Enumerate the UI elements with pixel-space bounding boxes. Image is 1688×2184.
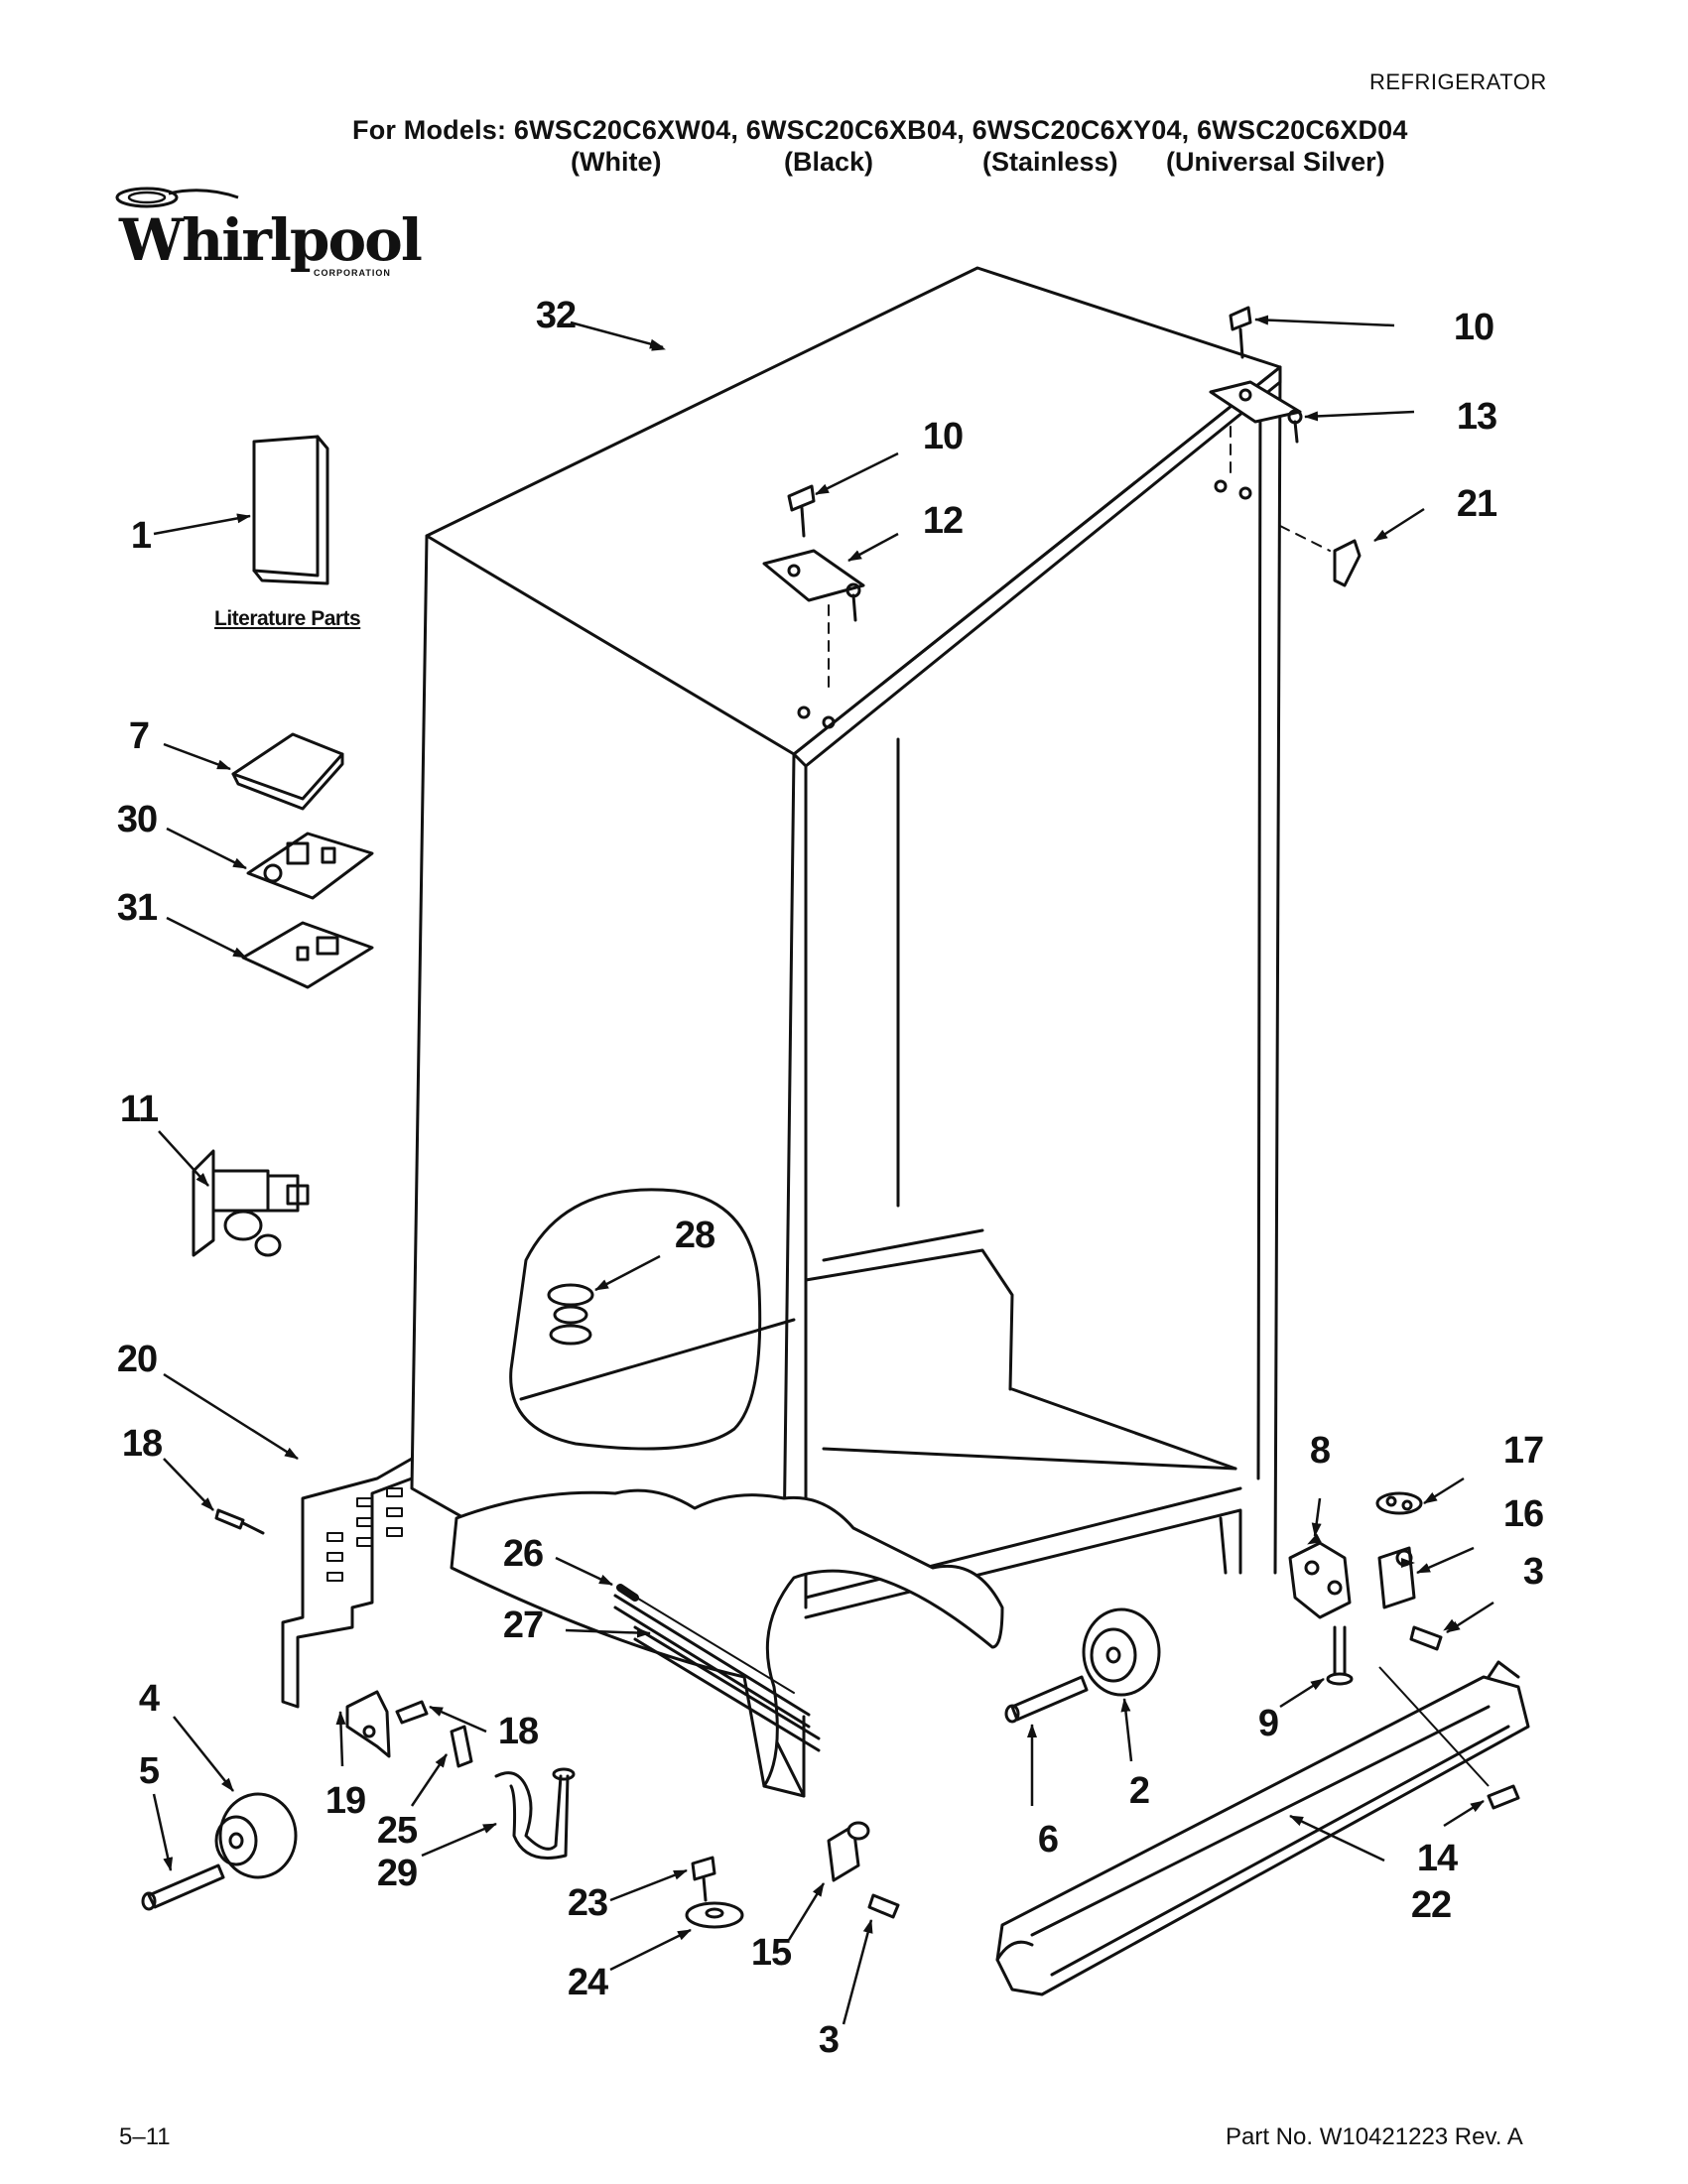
- callout-19: 19: [325, 1780, 366, 1822]
- callout-6: 6: [1037, 1819, 1059, 1861]
- callout-26: 26: [502, 1533, 544, 1575]
- callout-2: 2: [1128, 1770, 1150, 1812]
- callout-18-left: 18: [121, 1423, 163, 1465]
- callout-3-bottom: 3: [818, 2019, 840, 2061]
- callout-25: 25: [376, 1810, 418, 1852]
- callout-22: 22: [1410, 1884, 1452, 1926]
- callout-10-right: 10: [1453, 307, 1494, 348]
- finish-white: (White): [571, 147, 662, 177]
- callout-3-right: 3: [1522, 1551, 1544, 1593]
- callout-14: 14: [1416, 1838, 1458, 1879]
- callout-30: 30: [116, 799, 158, 840]
- callout-24: 24: [567, 1962, 608, 2003]
- callout-5: 5: [138, 1750, 160, 1792]
- callout-1: 1: [130, 515, 152, 557]
- callout-21: 21: [1456, 483, 1497, 525]
- callout-32: 32: [535, 295, 577, 336]
- callout-4: 4: [138, 1678, 160, 1720]
- callout-15: 15: [750, 1932, 792, 1974]
- models-line: For Models: 6WSC20C6XW04, 6WSC20C6XB04, …: [352, 115, 1408, 145]
- callout-10-center: 10: [922, 416, 964, 457]
- callout-27: 27: [502, 1605, 544, 1646]
- finish-stainless: (Stainless): [982, 147, 1118, 177]
- callout-13: 13: [1456, 396, 1497, 438]
- footer-part-number: Part No. W10421223 Rev. A: [1226, 2123, 1523, 2150]
- cabinet-outline: [410, 266, 1282, 1798]
- whirlpool-swirl-icon: [115, 187, 239, 208]
- literature-parts-caption: Literature Parts: [214, 607, 361, 630]
- callout-16: 16: [1502, 1493, 1544, 1535]
- callout-9: 9: [1257, 1703, 1279, 1744]
- finish-universal-silver: (Universal Silver): [1166, 147, 1385, 177]
- finish-black: (Black): [784, 147, 874, 177]
- page-category: REFRIGERATOR: [1369, 69, 1547, 94]
- callout-18-lower: 18: [497, 1711, 539, 1752]
- footer-date-code: 5–11: [119, 2123, 171, 2150]
- whirlpool-logo-subtitle: CORPORATION: [314, 268, 391, 278]
- callout-11: 11: [119, 1089, 159, 1130]
- callout-17: 17: [1502, 1430, 1544, 1472]
- callout-7: 7: [128, 715, 150, 757]
- whirlpool-logo: Whirlpool: [119, 206, 423, 274]
- callout-29: 29: [376, 1853, 418, 1894]
- callout-28: 28: [674, 1215, 715, 1256]
- callout-31: 31: [116, 887, 158, 929]
- callout-20: 20: [116, 1339, 158, 1380]
- callout-23: 23: [567, 1882, 608, 1924]
- callout-8: 8: [1309, 1430, 1331, 1472]
- callout-12: 12: [922, 500, 964, 542]
